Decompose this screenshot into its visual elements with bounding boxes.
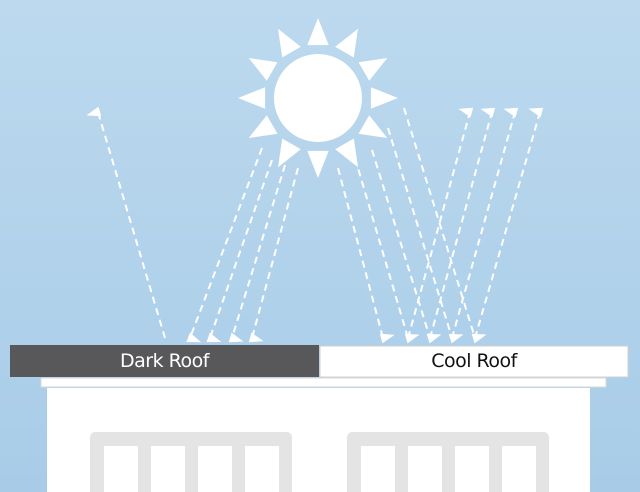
light-arrow <box>371 149 442 344</box>
sun-icon <box>238 18 398 178</box>
light-arrow <box>248 167 299 343</box>
sun-ray <box>335 138 358 168</box>
light-arrow <box>206 159 273 343</box>
window-pane <box>455 446 489 492</box>
sun-ray <box>358 58 388 81</box>
roof-ledge <box>40 377 607 388</box>
dark-roof <box>10 345 319 377</box>
light-arrow <box>337 167 395 344</box>
light-arrow <box>407 107 474 339</box>
window-frame <box>347 432 549 492</box>
sun-ray <box>370 87 398 109</box>
sun-ray <box>278 28 301 58</box>
sun-ray <box>278 138 301 168</box>
sun-ray <box>248 58 278 81</box>
light-arrows <box>86 106 544 344</box>
light-arrow <box>186 147 263 343</box>
sun-ray <box>248 115 278 138</box>
cool-roof-label: Cool Roof <box>431 350 517 372</box>
window-pane <box>198 446 232 492</box>
sun-ray <box>335 28 358 58</box>
cool-roof <box>319 345 629 378</box>
dark-roof-label: Dark Roof <box>120 350 209 372</box>
window-pane <box>151 446 185 492</box>
light-arrow <box>86 106 166 339</box>
sun-disc <box>274 54 362 142</box>
light-arrow <box>228 164 286 343</box>
window-pane <box>104 446 138 492</box>
sun-ray <box>358 115 388 138</box>
light-arrow <box>387 127 464 344</box>
light-arrow <box>354 157 420 344</box>
light-arrow <box>474 107 544 339</box>
light-arrow <box>403 107 487 344</box>
window-pane <box>408 446 442 492</box>
sun-ray <box>238 87 266 109</box>
window-frame <box>90 432 292 492</box>
window-pane <box>502 446 536 492</box>
window-pane <box>361 446 395 492</box>
light-arrow <box>451 107 519 339</box>
light-arrow <box>429 107 496 339</box>
window-pane <box>245 446 279 492</box>
sun-ray <box>307 150 329 178</box>
sun-ray <box>307 18 329 46</box>
